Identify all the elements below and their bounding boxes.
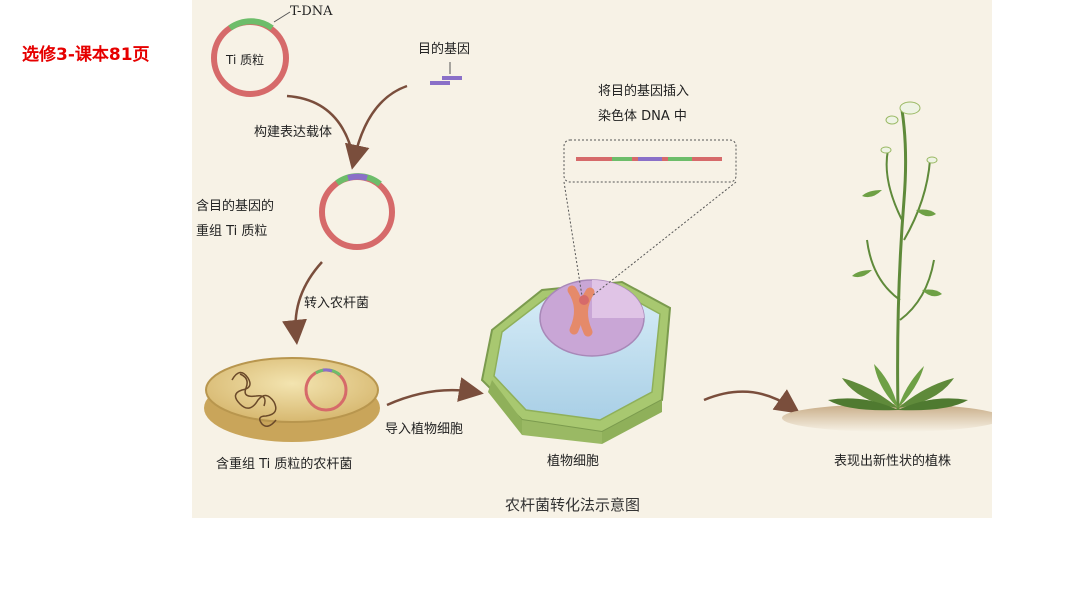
insert-gene-label-line2: 染色体 DNA 中: [598, 109, 687, 124]
diagram-art: [204, 11, 992, 444]
ti-plasmid-label: Ti 质粒: [226, 53, 265, 67]
merge-arrow-icon: [286, 84, 408, 170]
arrow-into-plant-cell-icon: [386, 377, 484, 407]
recombinant-plasmid-label-line1: 含目的基因的: [196, 199, 275, 214]
into-agrobacterium-label: 转入农杆菌: [304, 296, 370, 311]
target-gene-label: 目的基因: [418, 42, 471, 57]
transgenic-plant: [782, 101, 992, 432]
agrobacterium-cell: [204, 357, 380, 442]
recombinant-plasmid-label-line2: 重组 Ti 质粒: [196, 224, 268, 239]
slide-note: 选修3-课本81页: [22, 45, 150, 65]
chromosome-dna-zoom: [563, 139, 737, 297]
insert-gene-label-line1: 将目的基因插入: [598, 84, 690, 99]
build-vector-label: 构建表达载体: [254, 125, 333, 140]
into-plant-cell-label: 导入植物细胞: [385, 422, 464, 437]
agrobacterium-label: 含重组 Ti 质粒的农杆菌: [216, 457, 353, 472]
t-dna-label: T-DNA: [290, 4, 333, 19]
arrow-to-plant-icon: [703, 389, 801, 414]
ti-plasmid: [211, 11, 291, 97]
plant-cell: [480, 279, 672, 444]
target-gene-icon: [430, 62, 462, 85]
plant-cell-label: 植物细胞: [547, 454, 600, 469]
agrobacterium-transformation-diagram: T-DNA Ti 质粒 目的基因 构建表达载体 含目的基因的 重组 Ti 质粒 …: [192, 0, 992, 518]
new-trait-plant-label: 表现出新性状的植株: [834, 454, 952, 469]
recombinant-ti-plasmid: [319, 173, 395, 250]
arrow-into-agrobacterium-icon: [282, 261, 323, 345]
figure-caption: 农杆菌转化法示意图: [505, 496, 641, 514]
